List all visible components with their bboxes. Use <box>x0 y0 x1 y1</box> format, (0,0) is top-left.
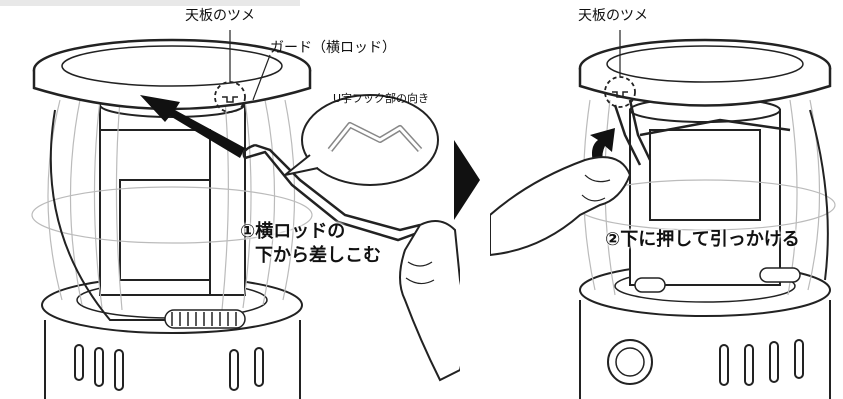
heater-insert-rod-drawing <box>0 0 460 399</box>
step1-illustration: 天板のツメ ガード（横ロッド） U字フック部の向き ①横ロッドの 下から差しこむ <box>0 0 460 399</box>
top-tab-label: 天板のツメ <box>185 8 255 24</box>
step2-illustration: 天板のツメ ②下に押して引っかける <box>490 0 843 399</box>
hook-direction-label: U字フック部の向き <box>333 92 430 105</box>
step1-caption: ①横ロッドの 下から差しこむ <box>240 220 381 268</box>
next-arrow-icon <box>454 140 480 220</box>
heater-hook-rod-drawing <box>490 30 836 399</box>
guard-rod-label: ガード（横ロッド） <box>270 40 396 56</box>
step1-caption-line1: ①横ロッドの <box>240 221 346 242</box>
step1-caption-line2: 下から差しこむ <box>255 245 381 266</box>
step2-caption: ②下に押して引っかける <box>605 229 800 250</box>
top-tab-label-step2: 天板のツメ <box>578 8 648 24</box>
